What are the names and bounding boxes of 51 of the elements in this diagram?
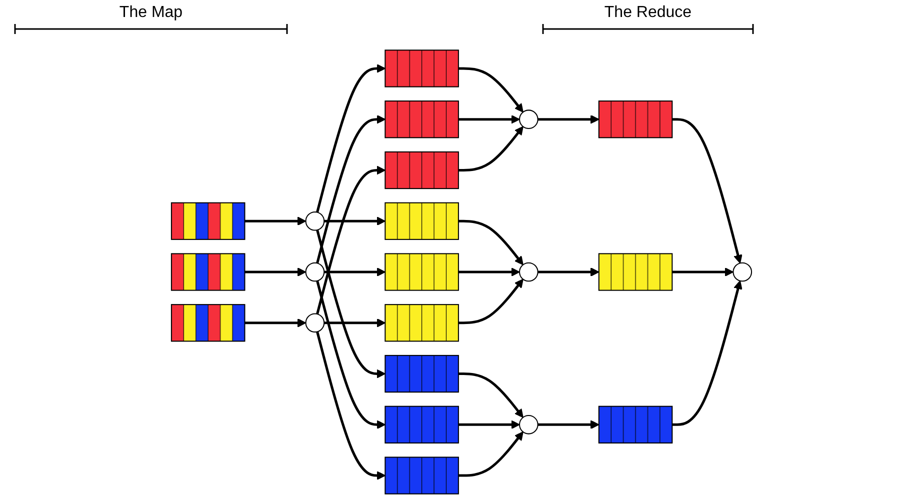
data-block [384,253,459,291]
arrow [244,318,306,328]
data-block [384,202,459,240]
worker-circle [519,414,538,434]
arrow [538,268,600,276]
data-block [598,100,673,138]
data-block [170,304,246,342]
data-block [598,253,673,291]
arrow [316,64,386,213]
arrow [324,216,386,226]
data-block [384,354,459,393]
data-block [384,50,459,88]
arrow [316,166,386,314]
arrow [316,280,386,430]
arrow [458,372,524,418]
arrow [538,420,600,430]
arrow [458,126,524,172]
arrow [316,114,386,264]
data-block [384,151,459,190]
arrow [316,230,386,378]
arrow [316,331,386,480]
arrow [244,216,306,226]
data-block [598,406,673,444]
arrow [538,114,600,124]
arrow [458,268,520,276]
worker-circle [732,262,752,282]
worker-circle [519,262,538,282]
arrow [458,114,520,124]
arrow [324,268,386,276]
arrow [458,420,520,430]
worker-circle [305,313,325,333]
worker-circle [305,211,325,231]
section-label: The Reduce [603,4,693,22]
data-block [384,406,459,444]
data-block [384,100,459,138]
arrow [672,280,742,426]
arrow [672,268,734,276]
data-block [384,456,459,494]
data-block [170,253,246,291]
arrow [672,118,742,264]
data-block [384,304,459,342]
arrow [458,67,524,113]
worker-circle [519,110,538,130]
arrow [244,268,306,276]
section-label: The Map [118,4,184,22]
arrow [458,431,524,477]
worker-circle [305,262,325,282]
arrow [458,220,524,266]
arrow [324,318,386,328]
data-block [170,202,246,240]
arrow [458,278,524,324]
